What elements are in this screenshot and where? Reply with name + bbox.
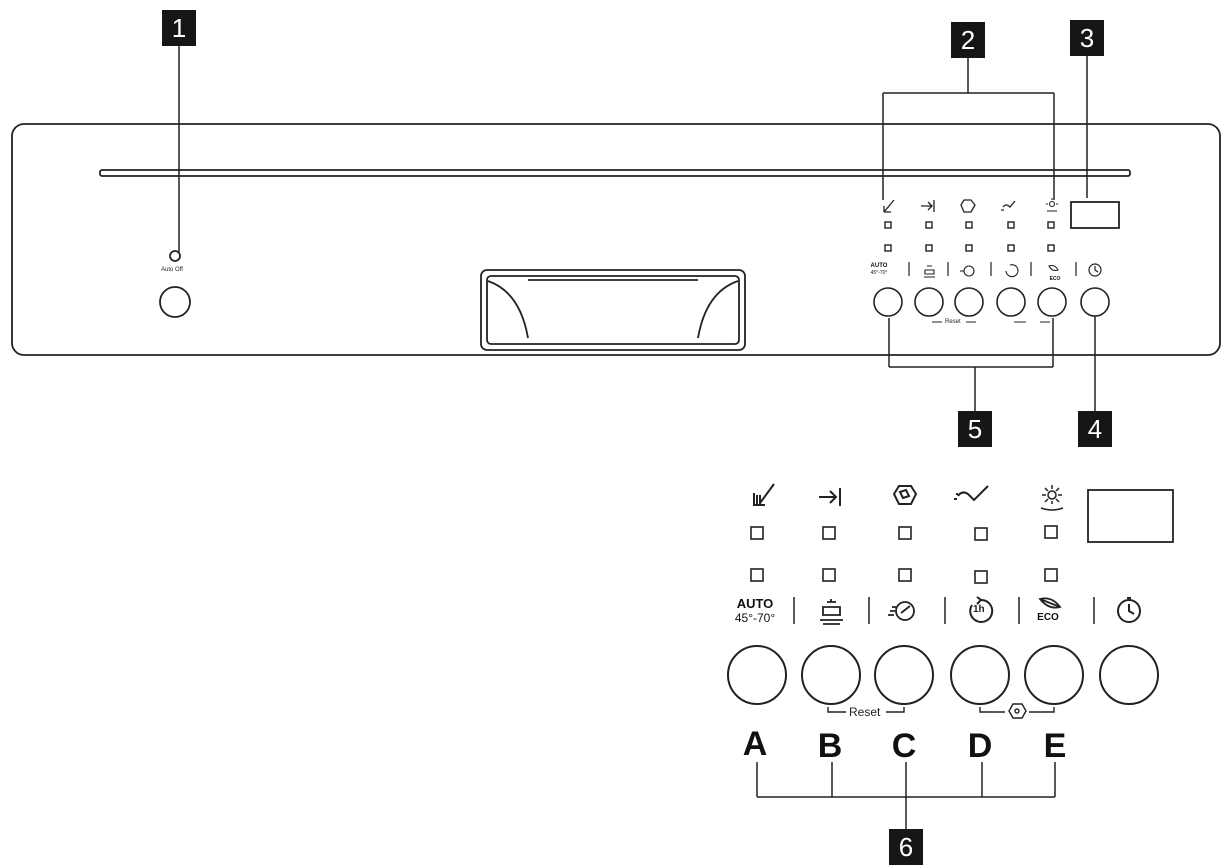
reset-label-small: Reset bbox=[945, 319, 961, 325]
auto-program-label-small: AUTO 45°-70° bbox=[867, 263, 891, 277]
button-letter-d: D bbox=[967, 727, 993, 765]
salt-refill-icon-large bbox=[892, 485, 918, 505]
eco-label: ECO bbox=[1037, 612, 1059, 623]
delay-button[interactable] bbox=[1099, 645, 1159, 705]
door-slot bbox=[99, 169, 1131, 177]
program-button-d-small[interactable] bbox=[996, 287, 1026, 317]
reset-bracket bbox=[827, 707, 905, 713]
intensive-pot-icon bbox=[820, 599, 843, 625]
door-handle bbox=[480, 269, 746, 351]
program-button-d[interactable] bbox=[950, 645, 1010, 705]
callout-1: 1 bbox=[162, 10, 196, 46]
auto-label: AUTO bbox=[736, 596, 774, 611]
auto-program-label: AUTO 45°-70° bbox=[727, 596, 783, 626]
program-button-c[interactable] bbox=[874, 645, 934, 705]
quick-program-icon-small bbox=[960, 265, 975, 277]
auto-temp-label-small: 45°-70° bbox=[870, 270, 888, 276]
button-letter-b: B bbox=[817, 727, 843, 765]
hygiene-icon-large bbox=[1040, 485, 1064, 511]
indicator-leds bbox=[750, 525, 1058, 541]
delay-timer-icon bbox=[1117, 597, 1141, 623]
salt-refill-icon bbox=[960, 199, 976, 213]
delay-timer-icon-small bbox=[1088, 263, 1102, 277]
intensive-pot-icon-small bbox=[924, 265, 935, 278]
auto-temp-label: 45°-70° bbox=[734, 611, 776, 625]
reset-label: Reset bbox=[849, 705, 881, 719]
program-button-e[interactable] bbox=[1024, 645, 1084, 705]
program-button-b[interactable] bbox=[801, 645, 861, 705]
half-load-icon-large bbox=[954, 485, 989, 502]
eco-leaf-icon-small bbox=[1048, 264, 1059, 272]
eco-label-small: ECO bbox=[1049, 276, 1061, 282]
auto-off-led bbox=[169, 250, 181, 262]
program-leds bbox=[750, 568, 1058, 584]
display-window-small bbox=[1070, 201, 1120, 229]
rinse-aid-icon bbox=[883, 199, 895, 213]
salt-reset-icon bbox=[1008, 703, 1027, 719]
callout-4: 4 bbox=[1078, 411, 1112, 447]
program-separators-small bbox=[908, 262, 1077, 276]
auto-label-small: AUTO bbox=[870, 263, 888, 269]
indicator-leds-small bbox=[884, 221, 1055, 229]
control-panel-body bbox=[11, 123, 1221, 356]
one-hour-program-icon bbox=[969, 596, 994, 623]
end-arrow-icon bbox=[921, 200, 935, 212]
display-window bbox=[1087, 489, 1174, 543]
salt-bracket bbox=[979, 707, 1055, 713]
one-hour-program-icon-small bbox=[1005, 264, 1019, 278]
callout-leaders bbox=[178, 45, 1096, 830]
callout-3: 3 bbox=[1070, 20, 1104, 56]
program-button-a[interactable] bbox=[727, 645, 787, 705]
callout-2: 2 bbox=[951, 22, 985, 58]
button-letter-e: E bbox=[1043, 727, 1067, 765]
eco-leaf-icon bbox=[1038, 597, 1062, 609]
program-button-a-small[interactable] bbox=[873, 287, 903, 317]
end-arrow-icon-large bbox=[819, 488, 841, 506]
rinse-aid-icon-large bbox=[753, 483, 775, 506]
button-letter-c: C bbox=[891, 727, 917, 765]
half-load-icon bbox=[1001, 200, 1016, 211]
program-separators bbox=[793, 597, 1095, 624]
delay-button-small[interactable] bbox=[1080, 287, 1110, 317]
program-button-e-small[interactable] bbox=[1037, 287, 1067, 317]
callout-5: 5 bbox=[958, 411, 992, 447]
program-leds-small bbox=[884, 244, 1055, 252]
quick-program-icon bbox=[888, 601, 915, 621]
button-letter-a: A bbox=[742, 725, 768, 763]
on-off-button[interactable] bbox=[159, 286, 191, 318]
one-hour-label: 1h bbox=[973, 604, 985, 615]
program-button-c-small[interactable] bbox=[954, 287, 984, 317]
program-button-b-small[interactable] bbox=[914, 287, 944, 317]
hygiene-icon bbox=[1046, 198, 1058, 212]
auto-off-label: Auto Off bbox=[161, 267, 183, 273]
callout-6: 6 bbox=[889, 829, 923, 865]
